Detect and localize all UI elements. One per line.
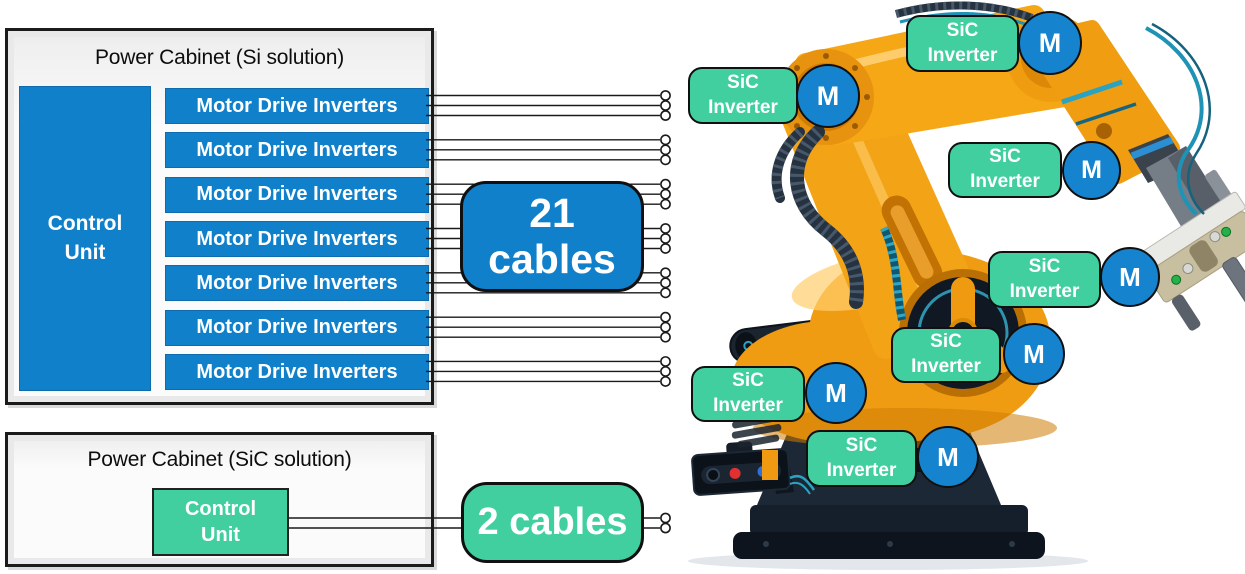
sic-line2: Inverter bbox=[708, 96, 778, 118]
sic-inverter-label-7: SiC Inverter bbox=[806, 430, 917, 487]
cable-endpoint bbox=[660, 198, 671, 210]
cable-endpoint bbox=[660, 522, 671, 534]
control-unit-sic-line1: Control bbox=[184, 498, 257, 520]
cable-endpoint bbox=[660, 233, 671, 244]
sic-badge-label: 2 cables bbox=[477, 501, 628, 544]
cabinet-sic-title: Power Cabinet (SiC solution) bbox=[87, 448, 352, 471]
cable-endpoint bbox=[660, 90, 671, 101]
motor-badge-5: M bbox=[1003, 323, 1065, 385]
motor-drive-inverter-2: Motor Drive Inverters bbox=[165, 132, 429, 169]
control-unit-sic: Control Unit bbox=[152, 488, 289, 556]
cable-endpoint bbox=[660, 100, 671, 111]
power-cabinet-si: Power Cabinet (Si solution) Control Unit… bbox=[5, 28, 434, 405]
sic-line1: SiC bbox=[1028, 255, 1061, 277]
cable-endpoint bbox=[660, 243, 671, 254]
robot-cables bbox=[771, 1, 1211, 321]
power-cabinet-sic: Power Cabinet (SiC solution) Control Uni… bbox=[5, 432, 434, 567]
motor-drive-inverter-3: Motor Drive Inverters bbox=[165, 176, 429, 213]
sic-line2: Inverter bbox=[713, 395, 783, 416]
control-unit-si-line1: Control bbox=[47, 212, 123, 236]
sic-inverter-label-1: SiC Inverter bbox=[688, 67, 798, 124]
control-unit-sic-line2: Unit bbox=[201, 524, 240, 546]
sic-cable-count-badge: 2 cables bbox=[461, 482, 644, 563]
cable-endpoint bbox=[660, 188, 671, 200]
sic-line1: SiC bbox=[946, 19, 979, 41]
sic-line2: Inverter bbox=[911, 356, 981, 377]
motor-drive-inverter-6: Motor Drive Inverters bbox=[165, 309, 429, 346]
si-badge-line1: 21 bbox=[529, 189, 575, 236]
gripper-led bbox=[1221, 226, 1232, 237]
cable-endpoint bbox=[660, 321, 671, 333]
motor-badge-6: M bbox=[805, 362, 867, 424]
sic-line1: SiC bbox=[732, 370, 764, 392]
motor-badge-1: M bbox=[796, 64, 860, 128]
cable-endpoint bbox=[660, 376, 671, 387]
cable-endpoint bbox=[660, 134, 671, 146]
sic-line2: Inverter bbox=[826, 459, 897, 481]
control-unit-si-line2: Unit bbox=[64, 240, 106, 264]
si-cable-count-badge: 21 cables bbox=[460, 181, 644, 292]
cable-endpoint bbox=[660, 512, 671, 524]
motor-badge-4: M bbox=[1100, 247, 1160, 307]
sic-line2: Inverter bbox=[1009, 280, 1080, 302]
cabinet-si-title: Power Cabinet (Si solution) bbox=[94, 46, 345, 69]
sic-inverter-label-5: SiC Inverter bbox=[891, 327, 1001, 383]
sic-inverter-label-4: SiC Inverter bbox=[988, 251, 1101, 308]
motor-drive-inverter-1: Motor Drive Inverters bbox=[165, 88, 429, 124]
gripper-led bbox=[1171, 274, 1182, 285]
motor-drive-inverter-4: Motor Drive Inverters bbox=[165, 221, 429, 257]
cable-endpoint bbox=[660, 356, 671, 367]
sic-line1: SiC bbox=[845, 434, 878, 456]
cable-endpoint bbox=[660, 287, 671, 299]
sic-line2: Inverter bbox=[970, 171, 1040, 192]
cable-endpoint bbox=[660, 154, 671, 166]
sic-line1: SiC bbox=[989, 146, 1021, 168]
camera-red-light bbox=[729, 467, 741, 479]
control-unit-si: Control Unit bbox=[19, 86, 151, 391]
cable-endpoint bbox=[660, 267, 671, 279]
cable-endpoint bbox=[660, 178, 671, 190]
motor-drive-inverter-7: Motor Drive Inverters bbox=[165, 354, 429, 390]
cable-endpoint bbox=[660, 110, 671, 121]
cable-endpoint bbox=[660, 223, 671, 234]
motor-badge-2: M bbox=[1018, 11, 1082, 75]
si-cable-lines bbox=[426, 90, 671, 387]
sic-inverter-label-6: SiC Inverter bbox=[691, 366, 805, 422]
cable-endpoint bbox=[660, 331, 671, 343]
cable-endpoint bbox=[660, 311, 671, 323]
sic-inverter-label-2: SiC Inverter bbox=[906, 15, 1019, 72]
sic-inverter-label-3: SiC Inverter bbox=[948, 142, 1062, 198]
cable-endpoint bbox=[660, 144, 671, 156]
wrist-and-gripper bbox=[1128, 134, 1245, 331]
sic-line1: SiC bbox=[930, 331, 962, 353]
motor-badge-3: M bbox=[1062, 141, 1121, 200]
si-badge-line2: cables bbox=[488, 235, 616, 282]
sic-line1: SiC bbox=[727, 71, 759, 93]
motor-badge-7: M bbox=[917, 426, 979, 488]
sic-line2: Inverter bbox=[927, 44, 998, 66]
cable-endpoint bbox=[660, 366, 671, 377]
motor-drive-inverter-5: Motor Drive Inverters bbox=[165, 265, 429, 302]
cable-endpoint bbox=[660, 277, 671, 289]
